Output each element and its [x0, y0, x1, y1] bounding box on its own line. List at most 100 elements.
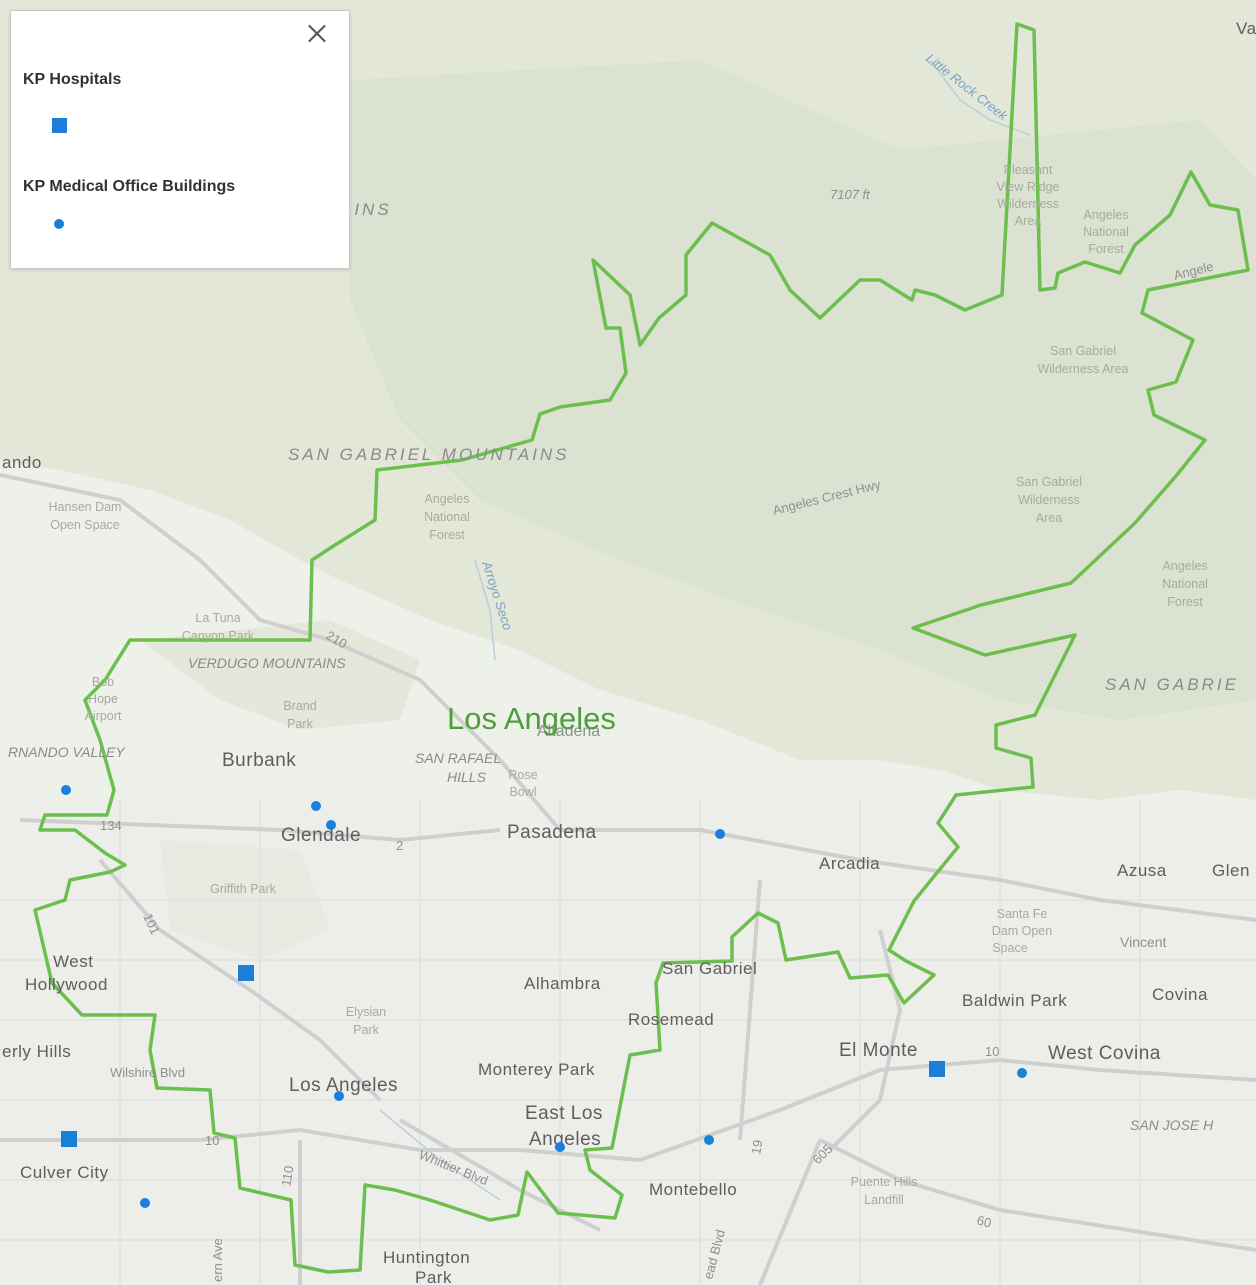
label-pleasant-3: Wilderness	[997, 197, 1059, 211]
label-griffith: Griffith Park	[210, 882, 277, 896]
medical-office-marker[interactable]	[140, 1198, 150, 1208]
label-elysian-2: Park	[353, 1023, 379, 1037]
label-pasadena: Pasadena	[507, 822, 597, 843]
label-monterey-park: Monterey Park	[478, 1060, 595, 1079]
label-sgw2-2: Wilderness	[1018, 493, 1080, 507]
label-west-hollywood-1: West	[53, 952, 93, 971]
label-ca2: 2	[396, 838, 403, 853]
label-east-la-1: East Los	[525, 1103, 603, 1124]
legend-title-medical-offices: KP Medical Office Buildings	[23, 178, 236, 195]
medical-office-marker[interactable]	[61, 785, 71, 795]
label-baldwin-park: Baldwin Park	[962, 991, 1067, 1010]
label-san-gabriel: San Gabriel	[662, 959, 757, 978]
label-anf-2c: Forest	[1088, 242, 1124, 256]
label-montebello: Montebello	[649, 1180, 737, 1199]
label-sgw2-1: San Gabriel	[1016, 475, 1082, 489]
label-top-right-edge: Va	[1236, 19, 1256, 38]
label-santa-fe-3: Space	[992, 941, 1027, 955]
label-mountains-partial: AINS	[339, 200, 392, 219]
legend-panel: KP Hospitals KP Medical Office Buildings	[10, 10, 350, 269]
label-west-covina: West Covina	[1048, 1043, 1161, 1064]
label-anf-1c: Forest	[429, 528, 465, 542]
hospital-marker[interactable]	[929, 1061, 945, 1077]
label-san-gabriel-edge: SAN GABRIE	[1105, 675, 1239, 694]
label-beverly-hills: erly Hills	[2, 1042, 71, 1061]
label-service-area: Los Angeles	[447, 701, 616, 736]
label-glendale: Glendale	[281, 825, 361, 846]
freeways	[0, 473, 1256, 1285]
label-anf-3a: Angeles	[1162, 559, 1207, 573]
label-la-tuna-1: La Tuna	[195, 611, 240, 625]
label-san-fernando-edge: ando	[2, 453, 42, 472]
label-west-hollywood-2: Hollywood	[25, 975, 108, 994]
label-rose-bowl-2: Bowl	[509, 785, 536, 799]
medical-office-marker[interactable]	[311, 801, 321, 811]
label-covina: Covina	[1152, 985, 1208, 1004]
medical-office-marker[interactable]	[1017, 1068, 1027, 1078]
label-anf-2a: Angeles	[1083, 208, 1128, 222]
label-rose-bowl-1: Rose	[508, 768, 537, 782]
label-vincent: Vincent	[1120, 934, 1167, 950]
label-altadena: Altadena	[537, 723, 600, 740]
label-verdugo-mountains: VERDUGO MOUNTAINS	[188, 655, 346, 671]
label-puente-2: Landfill	[864, 1193, 904, 1207]
label-anf-1a: Angeles	[424, 492, 469, 506]
urban-area	[0, 800, 1256, 1285]
label-arcadia: Arcadia	[819, 854, 880, 873]
label-los-angeles-city: Los Angeles	[289, 1075, 398, 1096]
label-ave-partial: ern Ave	[210, 1238, 225, 1282]
medical-office-symbol-icon	[54, 219, 64, 229]
label-wilshire: Wilshire Blvd	[110, 1065, 185, 1080]
medical-office-marker[interactable]	[334, 1091, 344, 1101]
label-pleasant-2: View Ridge	[996, 180, 1059, 194]
medical-office-marker[interactable]	[326, 820, 336, 830]
label-azusa: Azusa	[1117, 861, 1167, 880]
label-anf-2b: National	[1083, 225, 1129, 239]
label-san-gabriel-mountains: SAN GABRIEL MOUNTAINS	[288, 445, 570, 464]
label-brand-2: Park	[287, 717, 313, 731]
label-pleasant-4: Area	[1015, 214, 1041, 228]
label-santa-fe-1: Santa Fe	[997, 907, 1048, 921]
service-area-boundary	[33, 22, 1250, 1274]
medical-office-marker[interactable]	[555, 1142, 565, 1152]
label-hansen-1: Hansen Dam	[49, 500, 122, 514]
label-glendora: Glen	[1212, 861, 1250, 880]
label-elevation: 7107 ft	[830, 187, 871, 202]
label-i134: 134	[100, 818, 122, 833]
label-san-rafael-1: SAN RAFAEL	[415, 750, 501, 766]
medical-office-marker[interactable]	[704, 1135, 714, 1145]
label-east-la-2: Angeles	[529, 1129, 601, 1150]
label-bob-hope-3: Airport	[85, 709, 122, 723]
label-puente-1: Puente Hills	[851, 1175, 918, 1189]
label-sf-valley: RNANDO VALLEY	[8, 744, 126, 760]
hospital-marker[interactable]	[238, 965, 254, 981]
medical-office-marker[interactable]	[715, 829, 725, 839]
close-icon[interactable]	[305, 21, 329, 45]
label-rosemead: Rosemead	[628, 1010, 714, 1029]
label-brand-1: Brand	[283, 699, 316, 713]
label-bob-hope-2: Hope	[88, 692, 118, 706]
label-culver-city: Culver City	[20, 1163, 109, 1182]
label-ca19: 19	[748, 1139, 765, 1156]
hospital-symbol-icon	[52, 118, 67, 133]
label-sgw2-3: Area	[1036, 511, 1062, 525]
label-sgw-1: San Gabriel	[1050, 344, 1116, 358]
label-elysian-1: Elysian	[346, 1005, 386, 1019]
label-san-rafael-2: HILLS	[447, 769, 487, 785]
label-sgw-2: Wilderness Area	[1037, 362, 1128, 376]
label-i60: 60	[975, 1212, 993, 1230]
label-el-monte: El Monte	[839, 1040, 918, 1061]
label-pleasant-1: Pleasant	[1004, 163, 1053, 177]
hospital-marker[interactable]	[61, 1131, 77, 1147]
label-i10-east: 10	[985, 1044, 999, 1059]
legend-title-hospitals: KP Hospitals	[23, 71, 122, 88]
label-anf-3b: National	[1162, 577, 1208, 591]
label-hansen-2: Open Space	[50, 518, 120, 532]
mountain-shade	[350, 60, 1256, 720]
label-san-jose-hills: SAN JOSE H	[1130, 1117, 1214, 1133]
label-i10-west: 10	[205, 1133, 219, 1148]
label-alhambra: Alhambra	[524, 974, 601, 993]
label-huntington-park-1: Huntington	[383, 1248, 470, 1267]
label-huntington-park-2: Park	[415, 1268, 452, 1285]
